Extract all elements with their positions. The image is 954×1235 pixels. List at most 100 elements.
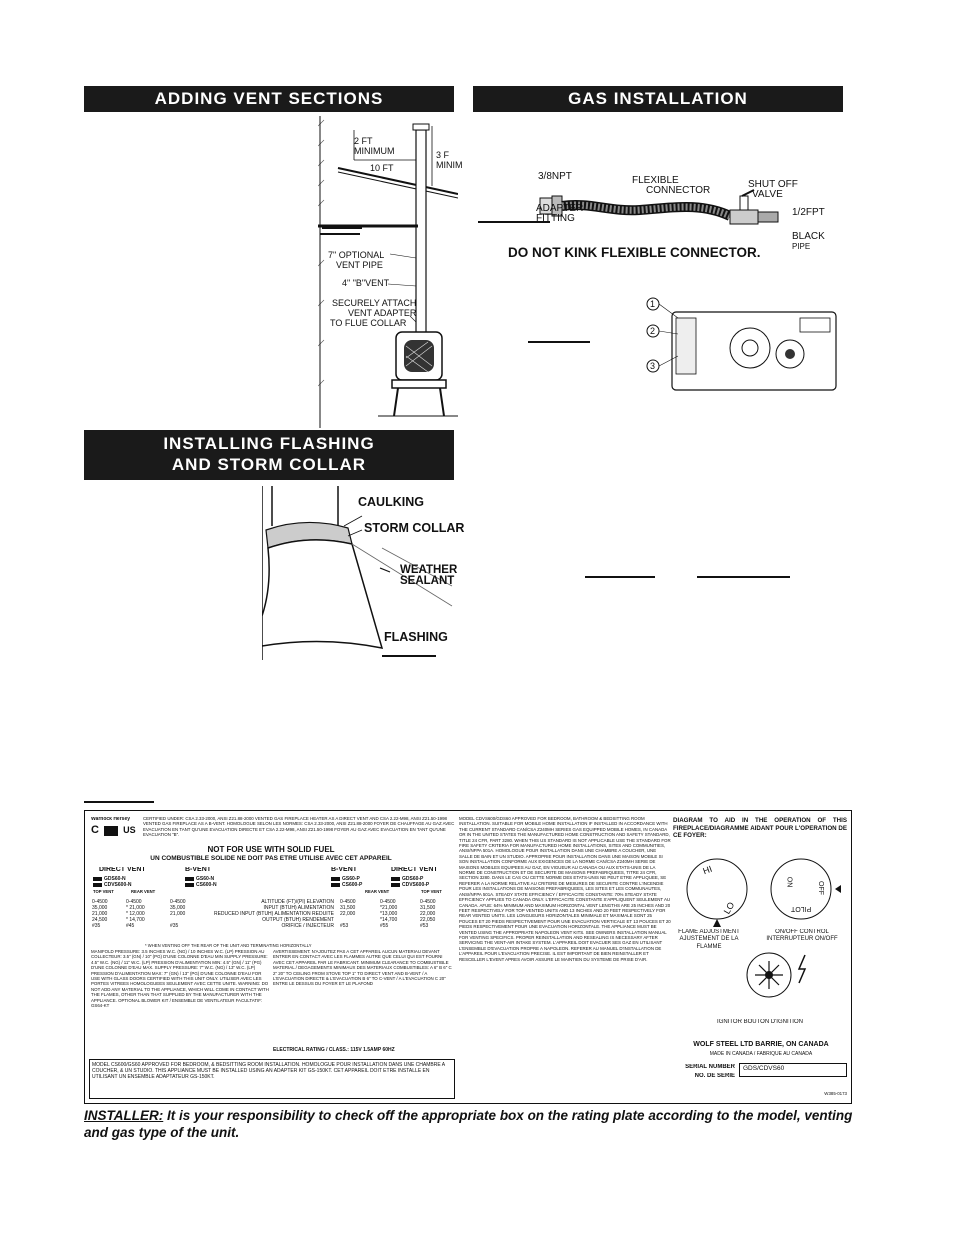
vent-label-secure-2: VENT ADAPTER bbox=[348, 308, 417, 318]
operation-dials: HI LO ON OFF PILOT bbox=[673, 847, 849, 1027]
checkbox-cdvs600n[interactable] bbox=[93, 882, 102, 887]
dial-off: OFF bbox=[817, 881, 824, 895]
vent-label-secure-3: TO FLUE COLLAR bbox=[330, 318, 407, 328]
model-cs600p: CS600-P bbox=[342, 882, 363, 888]
dial-pilot: PILOT bbox=[791, 905, 812, 912]
rating-cell: * 21,000 bbox=[126, 905, 145, 911]
flashing-label-flashing: FLASHING bbox=[384, 630, 448, 644]
col-top-vent-2: TOP VENT bbox=[421, 889, 442, 894]
vent-label-3f: 3 F bbox=[436, 150, 450, 160]
gas-label-fitting: FITTING bbox=[536, 213, 575, 224]
checkbox-cs600n[interactable] bbox=[185, 882, 194, 887]
model-gs60n: GS60-N bbox=[196, 876, 215, 882]
serial-number-field[interactable]: GDS/CDVS60 bbox=[739, 1063, 847, 1077]
checkbox-cdvs600p[interactable] bbox=[391, 882, 400, 887]
rating-cell: * 14,700 bbox=[126, 917, 145, 923]
vent-label-minim: MINIM bbox=[436, 160, 463, 170]
gas-label-connector: CONNECTOR bbox=[646, 185, 711, 196]
checkbox-gds60p[interactable] bbox=[391, 876, 400, 881]
gas-label-black: BLACK bbox=[792, 231, 825, 242]
rating-cell: 0-4500 bbox=[170, 899, 186, 905]
onoff-control-label: ON/OFF CONTROL INTERRUPTEUR ON/OFF bbox=[766, 929, 838, 943]
valve-callout-1: 1 bbox=[650, 299, 656, 309]
flame-adjustment-label: FLAME ADJUSTMENT AJUSTEMENT DE LA FLAMME bbox=[678, 929, 740, 950]
gas-label-adapter: ADAPTER bbox=[536, 203, 584, 214]
gas-label-pipe: PIPE bbox=[792, 242, 811, 251]
hdr-direct-vent: DIRECT VENT bbox=[99, 867, 146, 873]
rating-cell: 0-4500 bbox=[380, 899, 396, 905]
vent-label-2ft: 2 FT bbox=[354, 136, 373, 146]
rating-cell: #55 bbox=[380, 923, 389, 929]
vent-label-minimum: MINIMUM bbox=[354, 146, 395, 156]
checkbox-gds60n[interactable] bbox=[93, 876, 102, 881]
rating-cell: 22,050 bbox=[420, 917, 436, 923]
gas-section-title: GAS INSTALLATION bbox=[473, 86, 843, 112]
serial-label-1: SERIAL NUMBER bbox=[685, 1064, 735, 1070]
gas-valve-drawing bbox=[646, 297, 837, 391]
ignitor-label: IGNITOR BOUTON D'IGNITION bbox=[717, 1019, 803, 1025]
model-cdvs600p: CDVS600-P bbox=[402, 882, 430, 888]
gas-connector-diagram: 3/8NPT ADAPTER FITTING FLEXIBLE CONNECTO… bbox=[530, 172, 835, 252]
gas-label-fpt: 1/2FPT bbox=[792, 207, 825, 218]
model-cs600-note: MODEL CS600/GS60 APPROVED FOR BEDROOM, &… bbox=[92, 1062, 445, 1081]
flashing-title-line-1: INSTALLING FLASHING bbox=[163, 434, 375, 453]
rating-cell: 35,000 bbox=[170, 905, 186, 911]
gas-blank-rule-4 bbox=[697, 576, 790, 578]
model-gds60p: GDS60-P bbox=[402, 876, 424, 882]
rating-cell: ORIFICE / INJECTEUR bbox=[281, 923, 334, 929]
hdr-b-vent: B-VENT bbox=[185, 867, 212, 873]
checkbox-cs600p[interactable] bbox=[331, 882, 340, 887]
rating-cell: #53 bbox=[420, 923, 429, 929]
serial-label-2: NO. DE SERIE bbox=[694, 1073, 735, 1079]
wh-logo-icon bbox=[104, 825, 119, 836]
wh-c: C bbox=[91, 824, 99, 837]
rating-cell: OUTPUT (BTUH) RENDEMENT bbox=[262, 917, 334, 923]
flexible-connector-drawing bbox=[539, 189, 779, 225]
kink-warning: DO NOT KINK FLEXIBLE CONNECTOR. bbox=[508, 245, 761, 260]
made-in-canada: MADE IN CANADA / FABRIQUE AU CANADA bbox=[709, 1051, 813, 1057]
vent-section-title: ADDING VENT SECTIONS bbox=[84, 86, 454, 112]
rating-cell: *14,700 bbox=[380, 917, 398, 923]
gas-blank-rule-2 bbox=[528, 341, 590, 343]
electrical-rating: ELECTRICAL RATING / CLASS.: 115V 1.5AMP … bbox=[273, 1047, 395, 1053]
rating-cell: #45 bbox=[126, 923, 135, 929]
valve-callout-2: 2 bbox=[650, 326, 656, 336]
rating-plate: Warnock Hersey C US CERTIFIED UNDER: CSA… bbox=[84, 810, 852, 1104]
checkbox-gs60p[interactable] bbox=[331, 876, 340, 881]
flashing-diagram: CAULKING STORM COLLAR WEATHER SEALANT FL… bbox=[261, 486, 464, 660]
rating-cell: #35 bbox=[92, 923, 101, 929]
model-gs60p: GS60-P bbox=[342, 876, 360, 882]
rating-cell: #53 bbox=[340, 923, 349, 929]
plate-left-specs: MANIFOLD PRESSURE: 3.5 INCHES W.C. (NG) … bbox=[91, 949, 269, 1009]
checkbox-gs60n[interactable] bbox=[185, 876, 194, 881]
rating-cell: 31,500 bbox=[420, 905, 436, 911]
flashing-drawing bbox=[261, 486, 453, 660]
rear-vent-note: * WHEN VENTING OFF THE REAR OF THE UNIT … bbox=[145, 943, 312, 948]
vent-diagram-drawing bbox=[317, 116, 459, 428]
rating-cell: 21,000 bbox=[170, 911, 186, 917]
plate-right-text: MODEL CDVS600/GDS60 APPROVED FOR BEDROOM… bbox=[459, 816, 671, 962]
vent-sections-diagram: 2 FT MINIMUM 10 FT 3 F MINIM 7" OPTIONAL… bbox=[317, 116, 463, 428]
plate-model-headers: DIRECT VENT B-VENT B-VENT DIRECT VENT GD… bbox=[93, 867, 457, 899]
wh-label: Warnock Hersey bbox=[91, 817, 130, 822]
dial-on: ON bbox=[785, 876, 793, 888]
rating-cell: 0-4500 bbox=[420, 899, 436, 905]
rating-cell: * 12,000 bbox=[126, 911, 145, 917]
vent-blank-rule bbox=[322, 227, 362, 229]
gas-label-flexible: FLEXIBLE bbox=[632, 175, 679, 186]
gas-label-valve: VALVE bbox=[752, 189, 783, 200]
rating-cell: 22,000 bbox=[420, 911, 436, 917]
rating-cell: 0-4500 bbox=[92, 899, 108, 905]
wh-mark: C US bbox=[91, 824, 139, 836]
installer-text: It is your responsibility to check off t… bbox=[84, 1108, 853, 1140]
installer-note: INSTALLER: It is your responsibility to … bbox=[84, 1107, 864, 1141]
not-solid-fuel-fr: UN COMBUSTIBLE SOLIDE NE DOIT PAS ETRE U… bbox=[150, 855, 392, 862]
flashing-label-caulking: CAULKING bbox=[358, 495, 424, 509]
flashing-title-line-2: AND STORM COLLAR bbox=[171, 455, 367, 474]
vent-label-secure-1: SECURELY ATTACH bbox=[332, 298, 417, 308]
